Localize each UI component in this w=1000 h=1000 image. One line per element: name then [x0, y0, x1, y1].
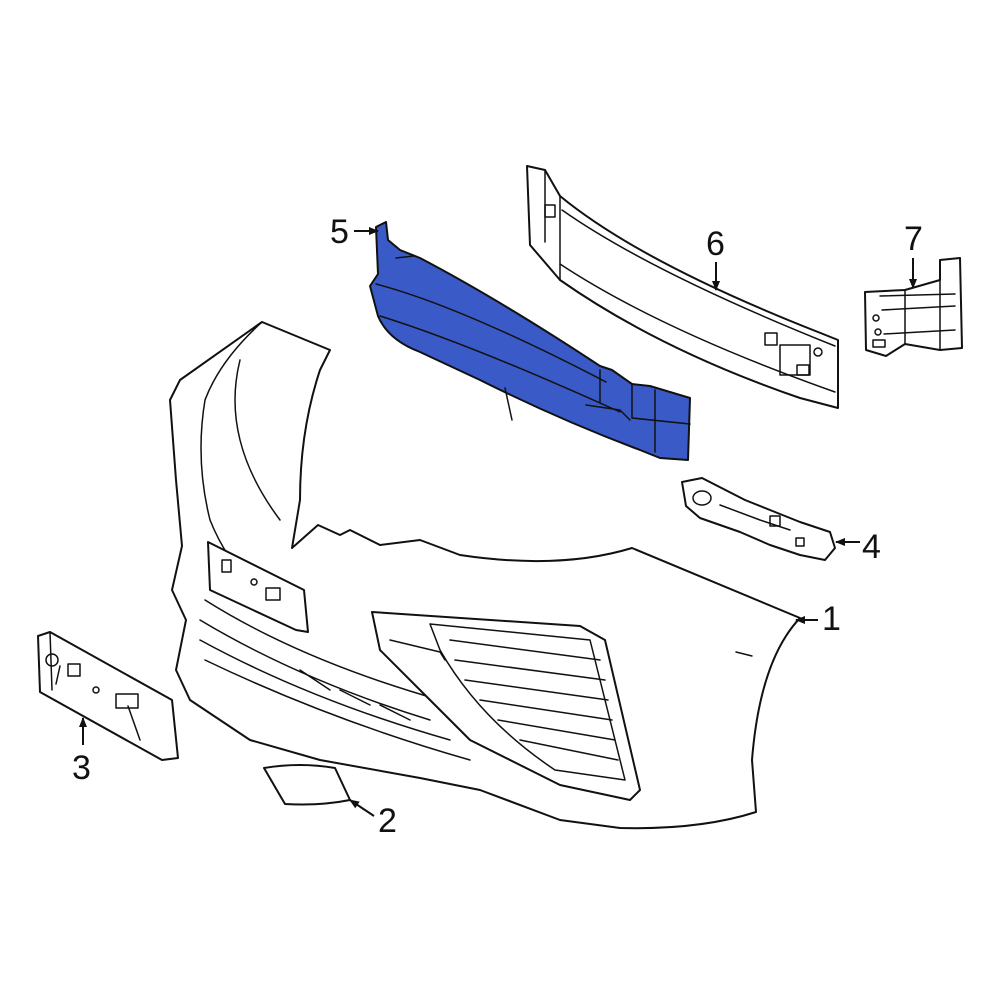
part-7-bracket[interactable] — [864, 257, 963, 357]
callout-4-label: 4 — [862, 528, 881, 566]
part-6-reinforcement-bar[interactable] — [526, 165, 839, 409]
callout-arrows — [79, 227, 917, 817]
part-4-side-bracket[interactable] — [681, 477, 836, 561]
callout-labels: 1 2 3 4 5 6 7 — [72, 213, 923, 840]
callout-7-label: 7 — [904, 220, 923, 258]
callout-5-label: 5 — [330, 213, 349, 251]
callout-3-label: 3 — [72, 749, 91, 787]
callout-2-arrow — [349, 799, 375, 817]
callout-2-label: 2 — [378, 802, 397, 840]
callout-1-label: 1 — [822, 600, 841, 638]
part-5-energy-absorber[interactable] — [369, 221, 691, 461]
callout-6-label: 6 — [706, 225, 725, 263]
part-2-tow-hook-cover[interactable] — [263, 764, 351, 806]
part-3-license-plate-bracket[interactable] — [37, 631, 179, 761]
part-1-bumper-cover[interactable] — [169, 321, 801, 830]
